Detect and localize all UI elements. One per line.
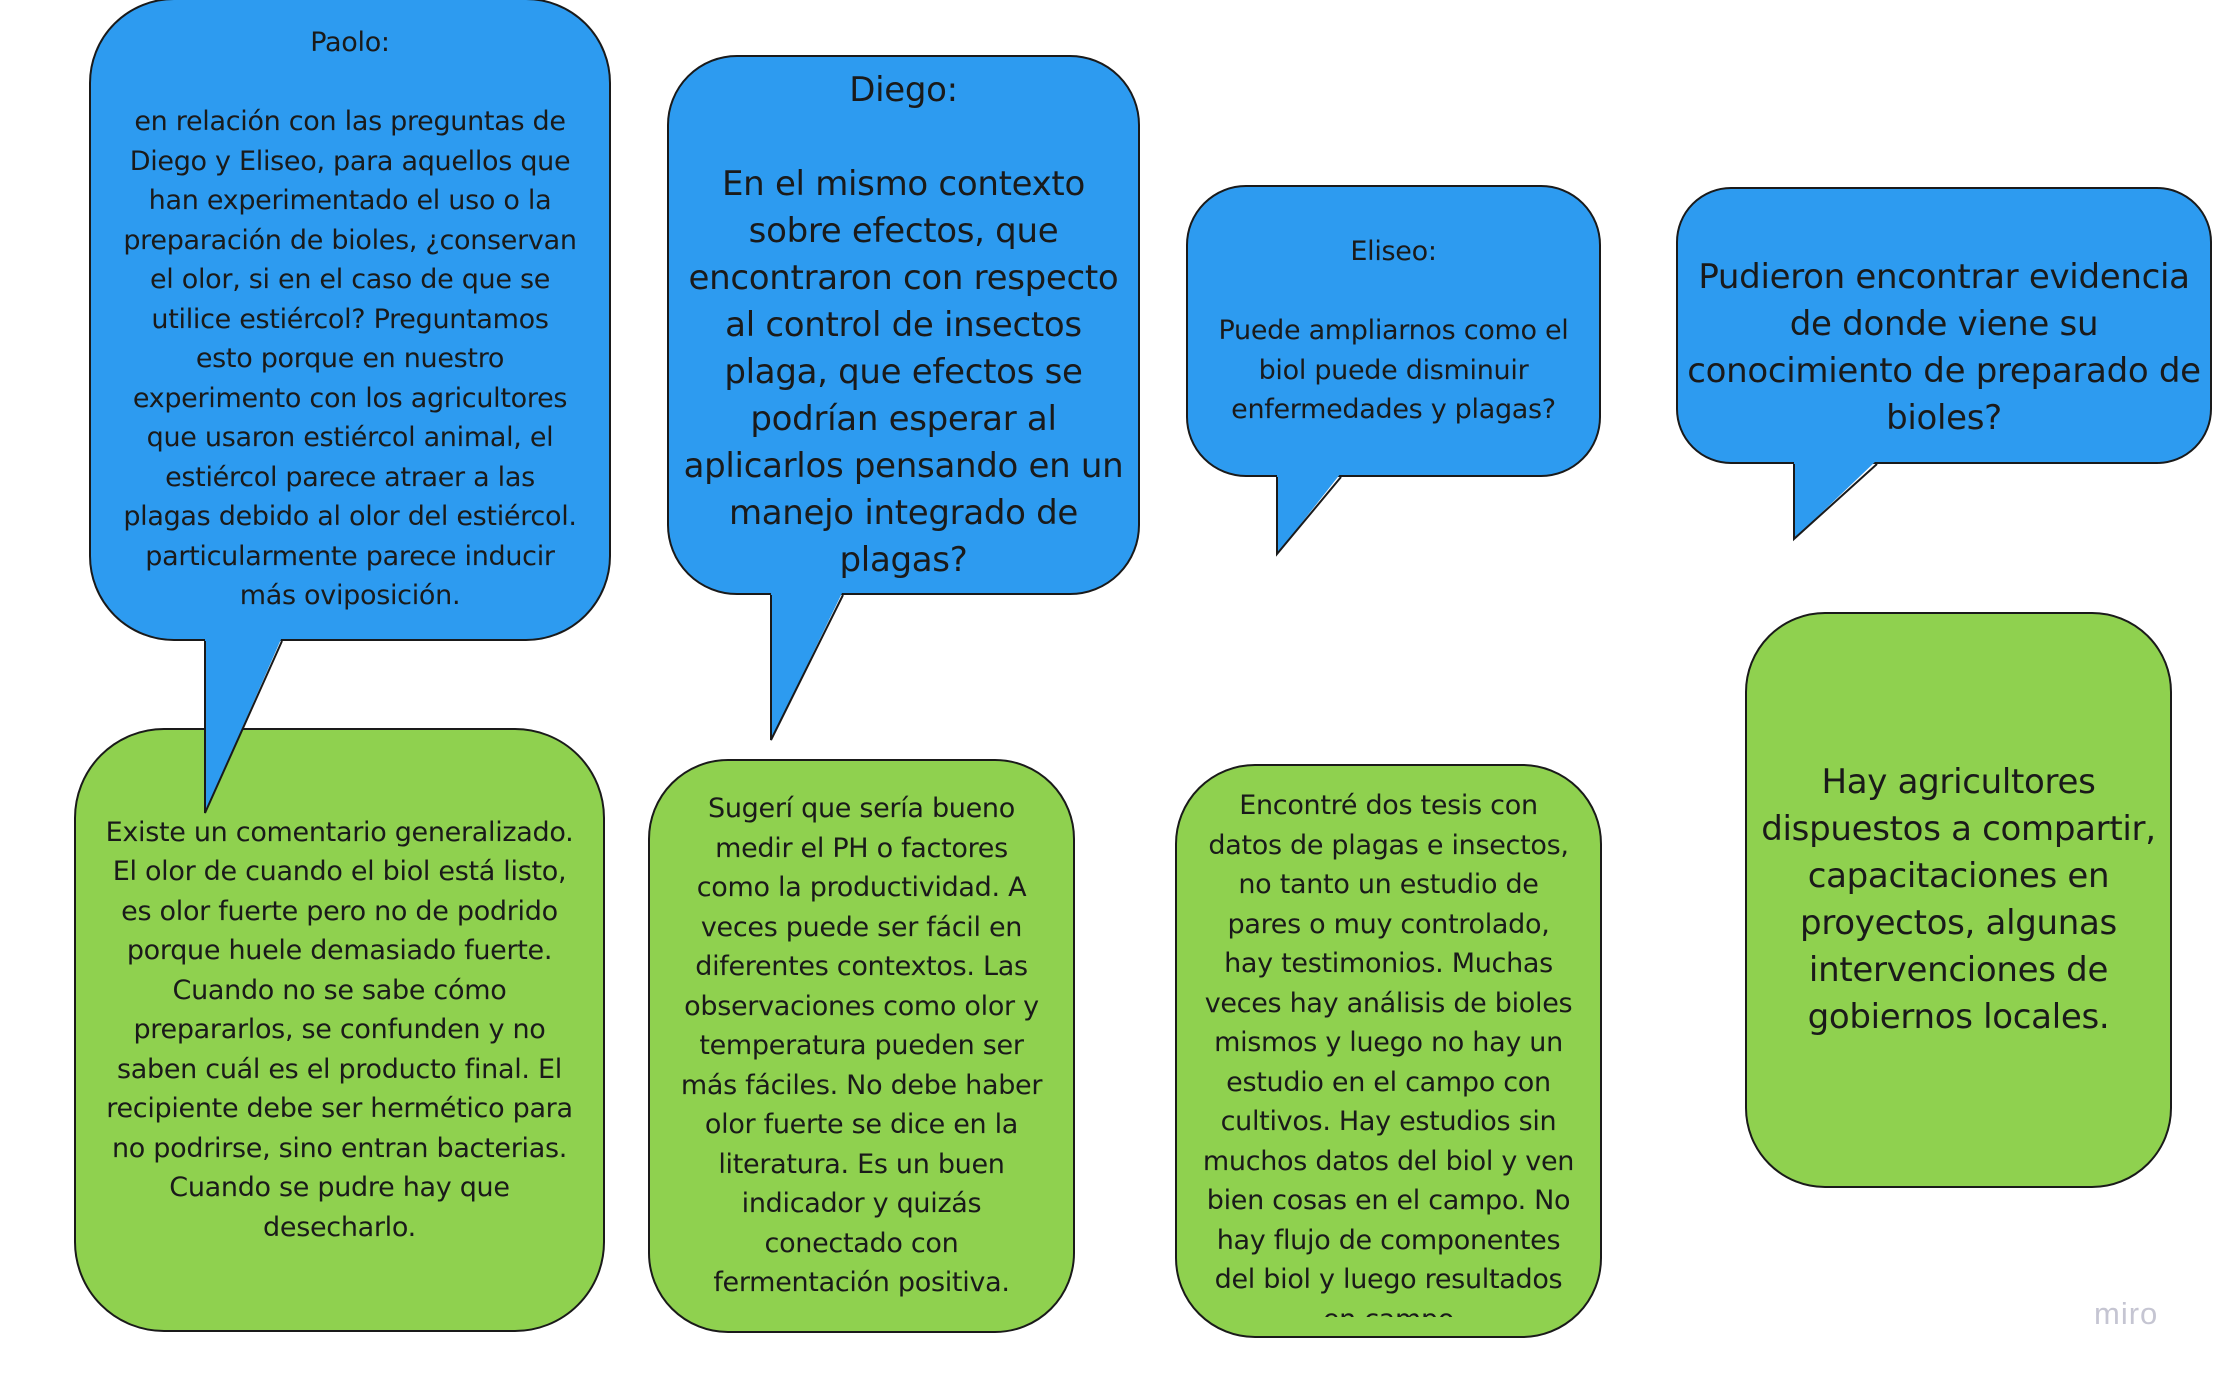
question-content: Eliseo: Puede ampliarnos como el biol pu… [1219, 193, 1569, 470]
answer-card-1[interactable]: Existe un comentario generalizado. El ol… [74, 728, 605, 1332]
question-bubble-paolo[interactable]: Paolo: en relación con las preguntas de … [89, 0, 611, 641]
question-content: Diego: En el mismo contexto sobre efecto… [683, 57, 1124, 593]
question-bubble-diego[interactable]: Diego: En el mismo contexto sobre efecto… [667, 55, 1140, 595]
miro-watermark: miro [2094, 1296, 2159, 1331]
bubble-tail-eliseo [1276, 473, 1342, 557]
question-text: En el mismo contexto sobre efectos, que … [683, 163, 1124, 580]
answer-card-2[interactable]: Sugerí que sería bueno medir el PH o fac… [648, 759, 1075, 1333]
answer-text: Sugerí que sería bueno medir el PH o fac… [680, 793, 1043, 1299]
question-text: Puede ampliarnos como el biol puede dism… [1218, 315, 1569, 426]
question-bubble-eliseo[interactable]: Eliseo: Puede ampliarnos como el biol pu… [1186, 185, 1601, 477]
answer-card-3[interactable]: Encontré dos tesis con datos de plagas e… [1175, 764, 1602, 1338]
answer-card-4[interactable]: Hay agricultores dispuestos a compartir,… [1745, 612, 2172, 1188]
question-author: Paolo: [310, 27, 390, 59]
bubble-tail-evidence [1793, 460, 1878, 542]
bubble-tail-diego [770, 591, 844, 741]
question-text: en relación con las preguntas de Diego y… [123, 106, 577, 612]
answer-text: Existe un comentario generalizado. El ol… [105, 816, 574, 1243]
answer-text: Hay agricultores dispuestos a compartir,… [1761, 762, 2156, 1037]
question-content: Paolo: en relación con las preguntas de … [123, 0, 577, 639]
question-author: Eliseo: [1350, 236, 1437, 268]
answer-text: Encontré dos tesis con datos de plagas e… [1202, 790, 1575, 1317]
question-text: Pudieron encontrar evidencia de donde vi… [1687, 257, 2201, 438]
question-bubble-evidence[interactable]: Pudieron encontrar evidencia de donde vi… [1676, 187, 2212, 464]
question-author: Diego: [849, 69, 958, 110]
question-content: Pudieron encontrar evidencia de donde vi… [1687, 207, 2201, 462]
